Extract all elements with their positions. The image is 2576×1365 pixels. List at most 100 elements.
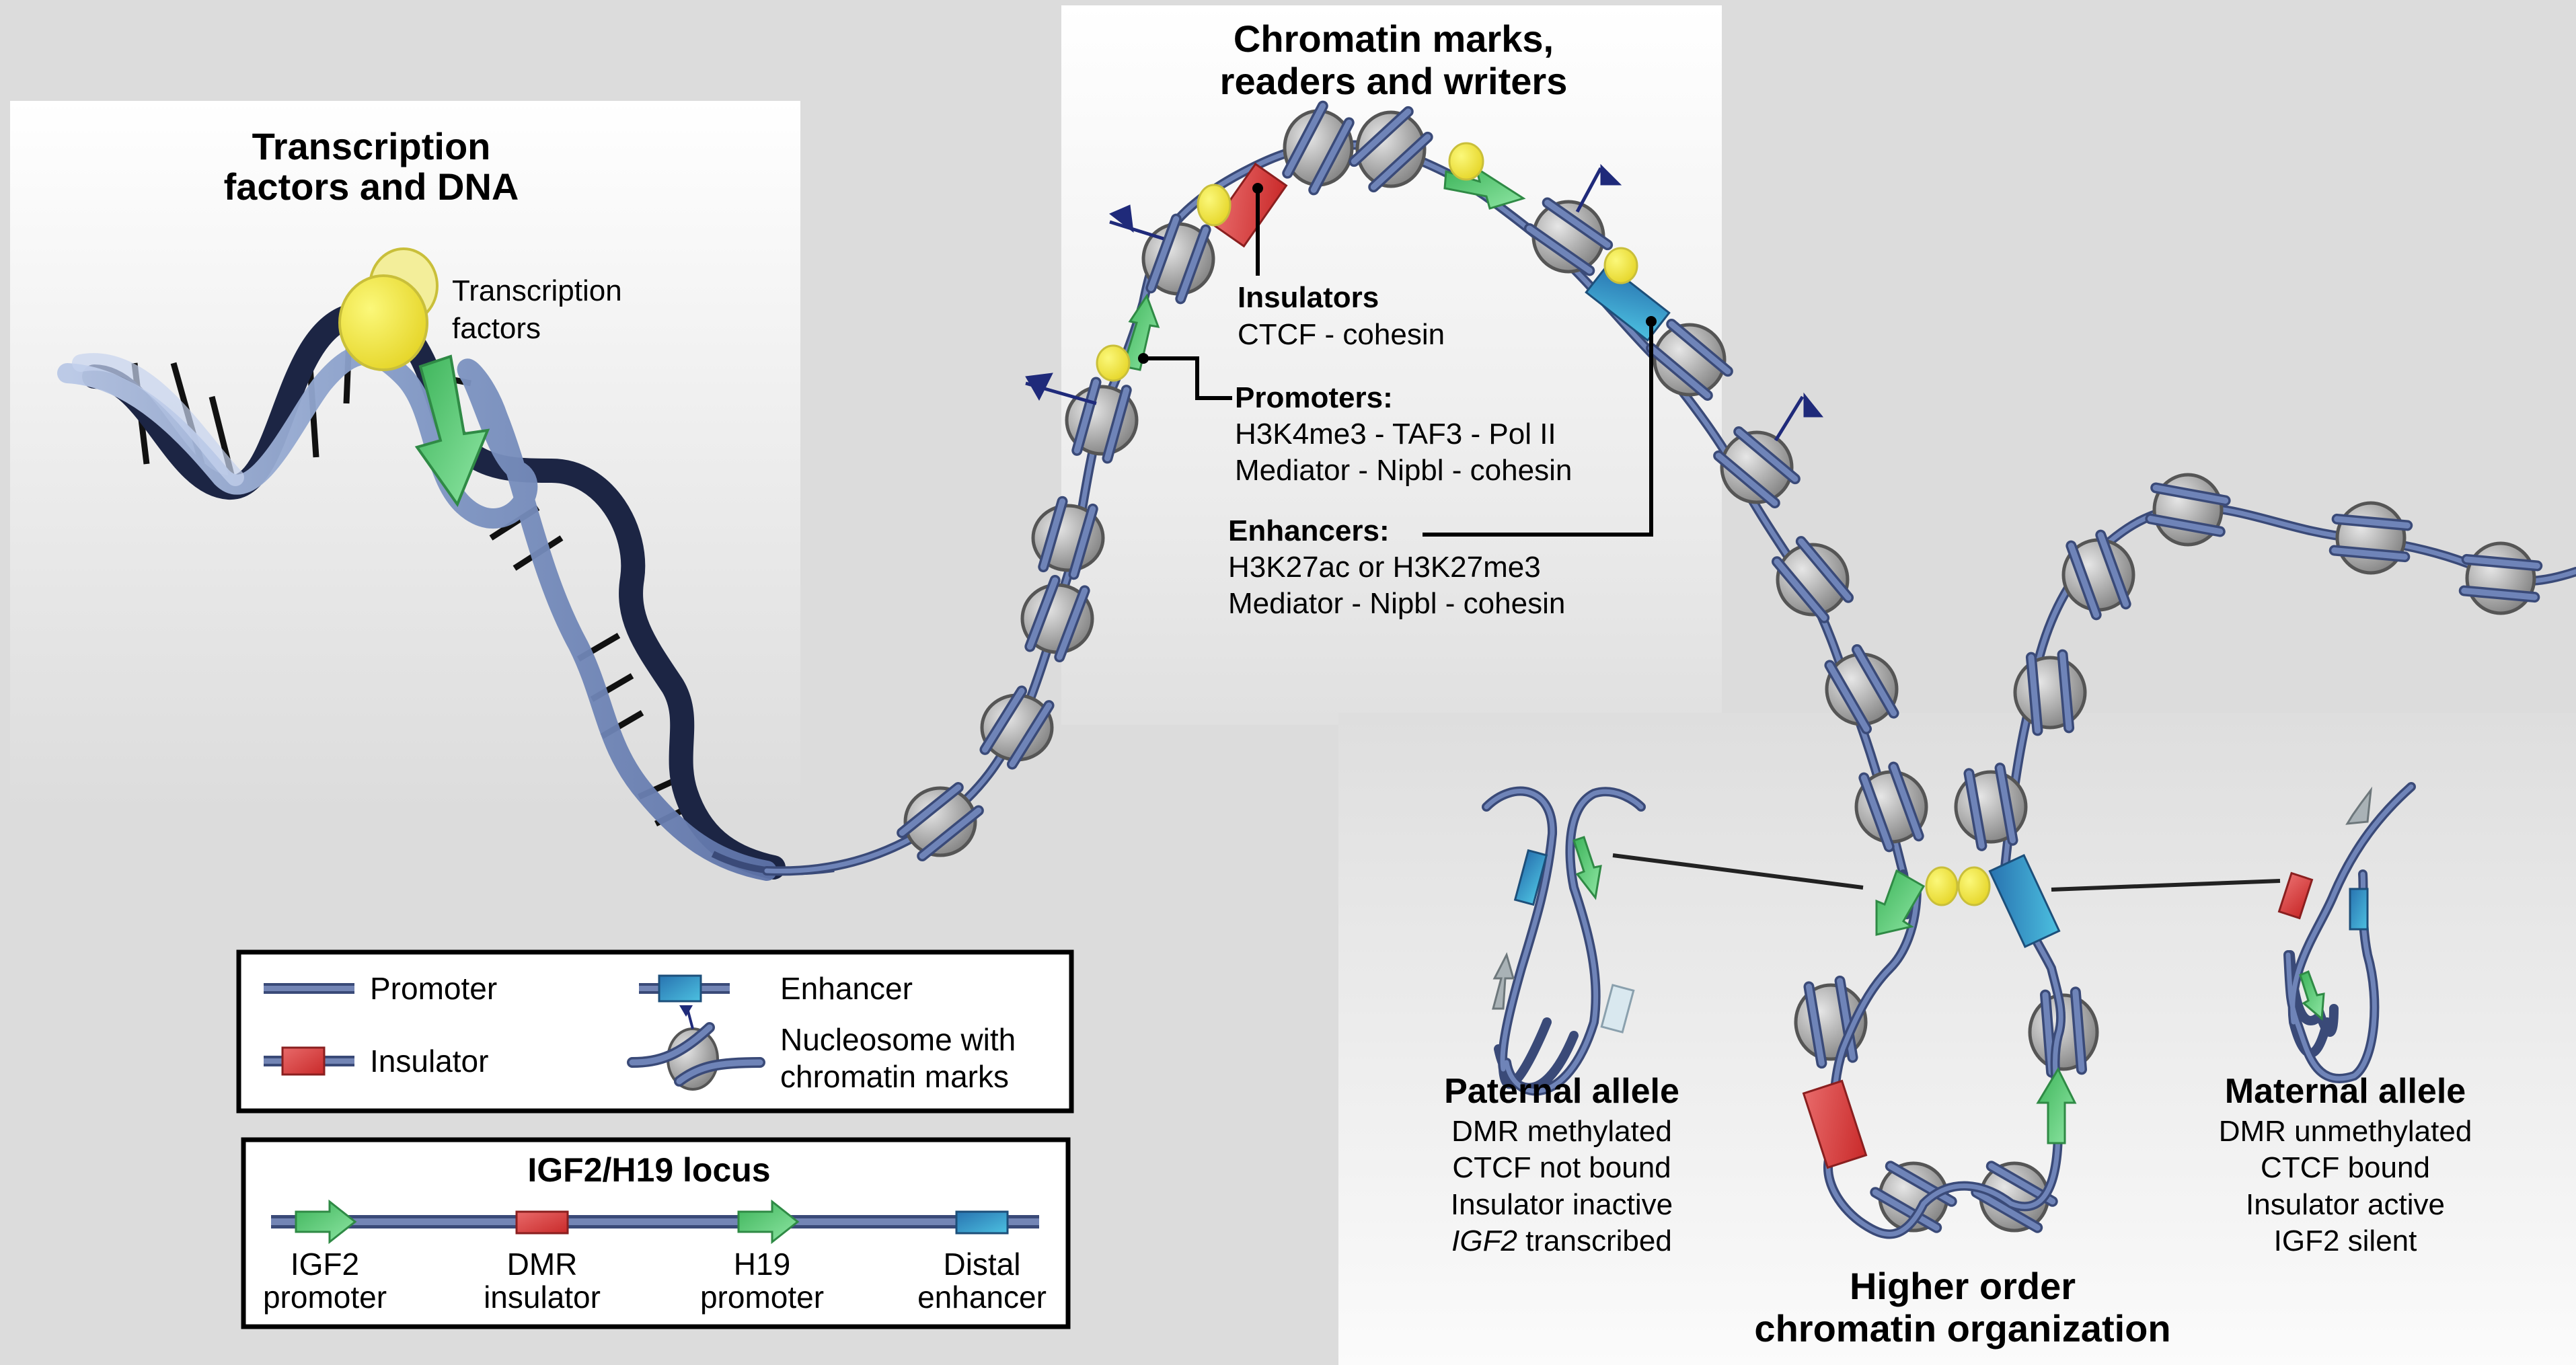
promoters-heading: Promoters: [1235,381,1393,414]
chromatin-marks-title: Chromatin marks, readers and writers [1220,17,1568,102]
chromatin-title-line1: Chromatin marks, [1234,17,1554,60]
maternal-allele-text: Maternal allele DMR unmethylated CTCF bo… [2219,1072,2472,1257]
enhancers-line1: H3K27ac or H3K27me3 [1228,551,1541,584]
locus-label-igf2-1: IGF2 [291,1247,359,1282]
nucleosome [1954,763,2028,851]
legend-promoter-label: Promoter [370,971,497,1006]
tf-ball [1197,184,1232,227]
nucleosome [1031,496,1105,580]
insulators-heading: Insulators [1238,281,1379,314]
chromatin-mark-flags [1025,163,1824,442]
tf-label-line1: Transcription [452,274,622,307]
tf-ball [1096,344,1131,382]
maternal-h19-arrow [2299,970,2325,1021]
maternal-allele-cartoon [2277,782,2416,1083]
enhancers-label: Enhancers: H3K27ac or H3K27me3 Mediator … [1228,514,1565,620]
tf-ball [1603,247,1638,284]
tf-dna-title-line2: factors and DNA [224,165,519,208]
legend-insulator-label: Insulator [370,1044,488,1079]
promoters-line2: Mediator - Nipbl - cohesin [1235,454,1572,487]
cohesin-ball [1925,866,1959,906]
legend-nucleosome-line2: chromatin marks [780,1059,1009,1094]
legend-item-insulator: Insulator [264,1044,488,1079]
nucleosome [1824,644,1899,734]
maternal-heading: Maternal allele [2225,1072,2466,1111]
mark-flag-icon [1025,373,1097,405]
nucleosome [979,685,1055,770]
paternal-line2: CTCF not bound [1452,1151,1671,1184]
nucleosome [2013,649,2087,736]
locus-label-h19-2: promoter [700,1280,824,1315]
legend-item-promoter: Promoter [264,971,497,1006]
enhancers-heading: Enhancers: [1228,514,1390,547]
legend-nucleosome-line1: Nucleosome with [780,1022,1016,1057]
tf-label: Transcription factors [452,274,622,345]
maternal-line2: CTCF bound [2261,1151,2430,1184]
label-leaders [1138,183,1657,537]
locus-labels: IGF2 promoter DMR insulator H19 promoter… [263,1247,1047,1315]
nucleosome [2458,541,2543,615]
higher-order-title-line2: chromatin organization [1754,1307,2170,1350]
insulators-label: Insulators CTCF - cohesin [1238,281,1445,351]
locus-label-h19-1: H19 [734,1247,790,1282]
tf-ball-front [338,274,428,371]
pointer-maternal [2051,879,2281,892]
nucleosome [1523,197,1614,276]
paternal-h19-arrow [1492,951,1515,1010]
locus-h19-promoter-arrow [737,1199,800,1245]
promoters-label: Promoters: H3K4me3 - TAF3 - Pol II Media… [1235,381,1572,487]
cohesin-ball [1957,866,1991,906]
promoters-line1: H3K4me3 - TAF3 - Pol II [1235,418,1556,451]
loop-anchor-enhancer [1988,853,2061,949]
mark-flag-icon [1109,204,1164,241]
nucleosome [1065,377,1139,464]
paternal-allele-text: Paternal allele DMR methylated CTCF not … [1444,1072,1679,1257]
paternal-allele-cartoon [1482,786,1646,1096]
paternal-heading: Paternal allele [1444,1072,1679,1111]
maternal-line3: Insulator active [2246,1188,2445,1221]
tf-dna-title-line1: Transcription [252,125,491,167]
nucleosome [897,782,984,861]
dna-strand-light [57,344,777,881]
nucleosome [1020,574,1094,663]
mark-flag-icon [1575,163,1622,213]
locus-label-igf2-2: promoter [263,1280,387,1315]
locus-dmr-insulator [515,1210,569,1235]
locus-label-enh-2: enhancer [917,1280,1047,1315]
nucleosome [1713,426,1801,509]
loop-promoter-arrow [2036,1066,2077,1144]
chromatin-title-line2: readers and writers [1220,60,1568,102]
maternal-line1: DMR unmethylated [2219,1115,2472,1148]
paternal-line3: Insulator inactive [1451,1188,1673,1221]
maternal-line4: IGF2 silent [2274,1224,2417,1257]
tf-ball [1448,142,1484,181]
locus-label-dmr-1: DMR [507,1247,578,1282]
nucleosome [1349,106,1433,193]
paternal-line1: DMR methylated [1451,1115,1672,1148]
paternal-igf2-arrow [1573,836,1602,900]
nucleosome [1282,100,1355,196]
fiber-insulator-block [1211,162,1288,248]
tf-label-line2: factors [452,312,541,345]
locus-distal-enhancer [955,1210,1009,1235]
nucleosome [1646,318,1733,401]
nucleosome [2145,473,2231,547]
enhancer-block-icon [639,974,730,1003]
legend-box: Promoter Enhancer Insulator Nucleosome w… [236,949,1074,1114]
maternal-igf2-arrow [2345,786,2373,825]
higher-order-title: Higher order chromatin organization [1754,1265,2170,1350]
locus-label-enh-1: Distal [943,1247,1020,1282]
locus-igf2-promoter-arrow [295,1199,357,1245]
locus-title: IGF2/H19 locus [527,1151,770,1189]
transcription-factors [338,247,439,371]
paternal-line4: IGF2 transcribed [1451,1224,1672,1257]
tf-binding-arrow [414,354,490,508]
mark-flag-icon [1774,392,1824,442]
nucleosomes [897,100,2543,1233]
higher-order-title-line1: Higher order [1850,1265,2076,1307]
locus-label-dmr-2: insulator [484,1280,601,1315]
nucleosome [1141,213,1215,305]
loop-anchor-promoter [1875,869,1926,936]
pointer-paternal [1612,853,1864,890]
